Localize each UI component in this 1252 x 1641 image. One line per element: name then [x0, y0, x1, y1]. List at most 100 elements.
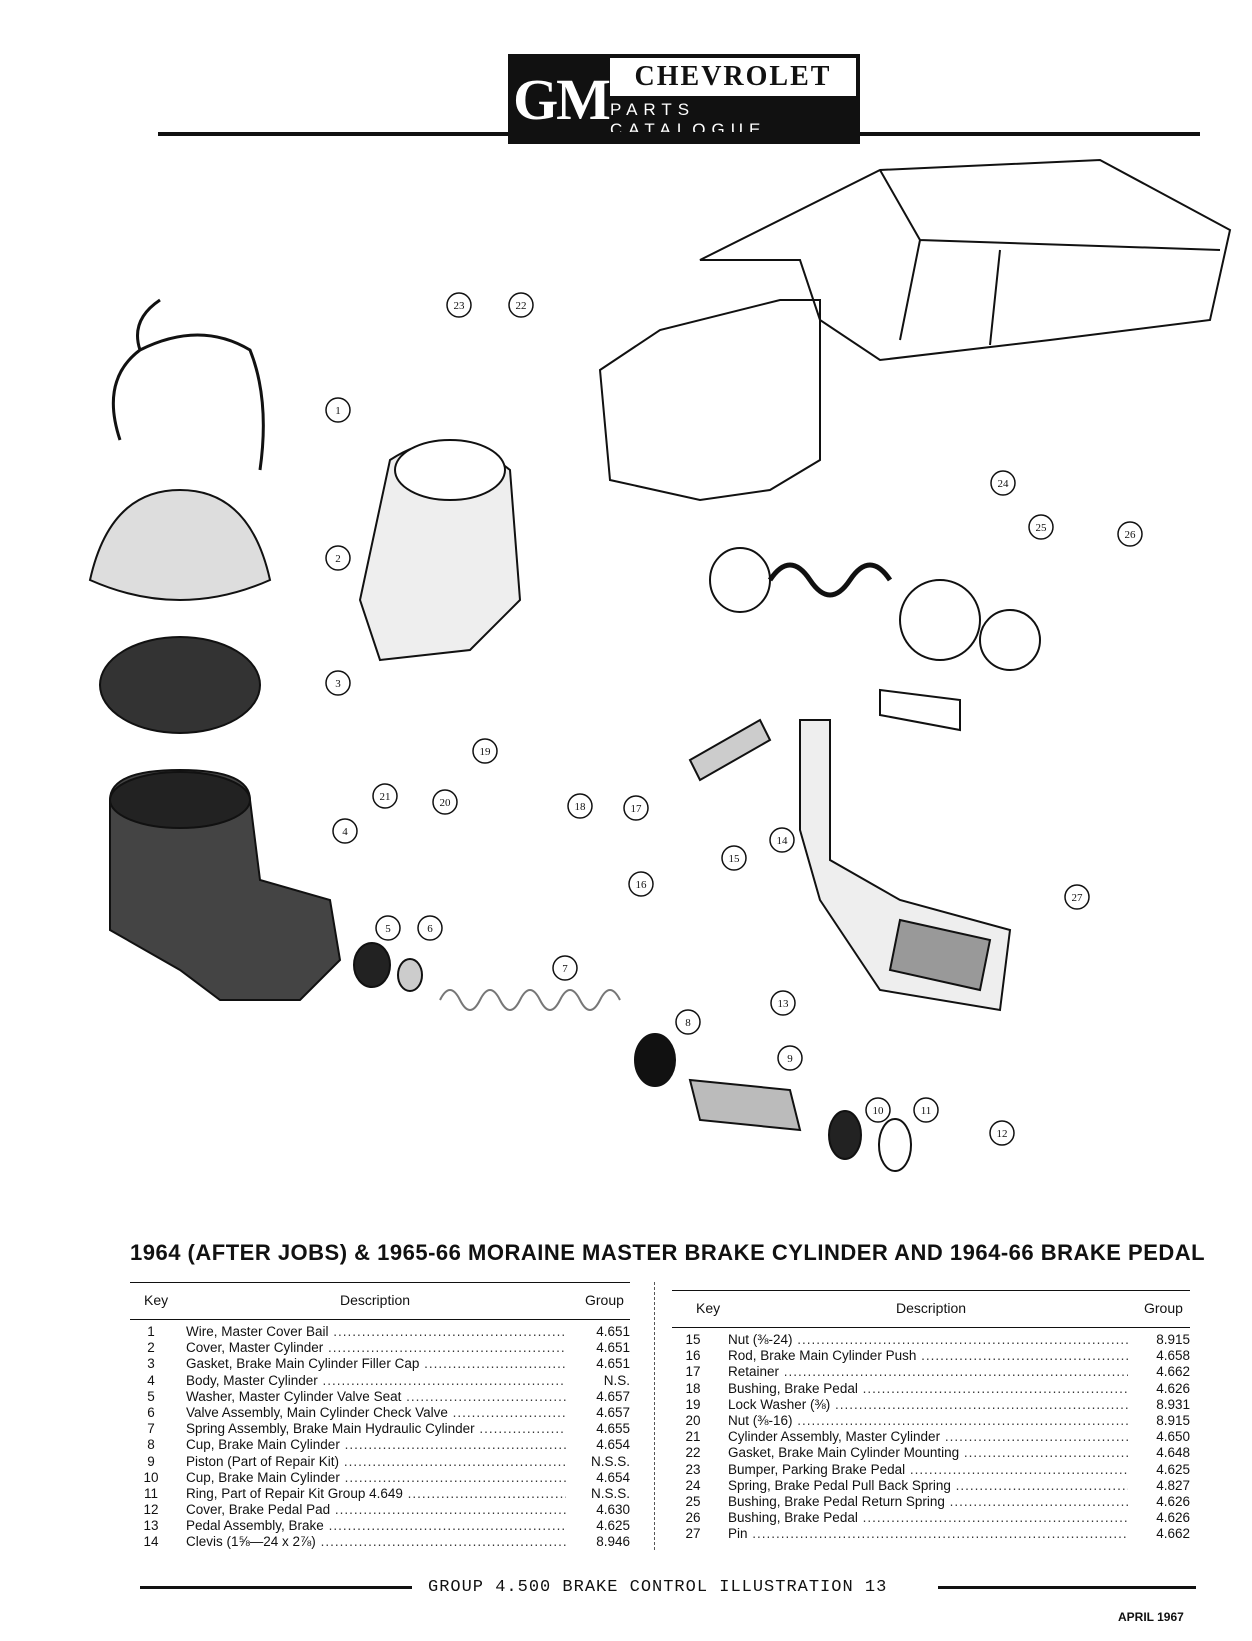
callout-17: 17	[623, 795, 649, 821]
table-row: 4 Body, Master Cylinder N.S.	[130, 1372, 630, 1389]
part-group: 4.626	[1152, 1493, 1190, 1510]
callout-25: 25	[1028, 514, 1054, 540]
callout-18: 18	[567, 793, 593, 819]
part-description: Bumper, Parking Brake Pedal	[728, 1462, 1128, 1478]
part-group: 4.658	[1152, 1348, 1190, 1365]
part-key: 8	[147, 1437, 155, 1453]
svg-text:26: 26	[1125, 529, 1137, 541]
svg-text:3: 3	[335, 678, 341, 690]
part-key: 3	[147, 1356, 155, 1372]
callout-3: 3	[325, 670, 351, 696]
svg-text:15: 15	[729, 853, 741, 865]
part-description: Retainer	[728, 1364, 1128, 1380]
part-key: 13	[143, 1518, 159, 1534]
part-key: 26	[685, 1510, 701, 1526]
part-key: 19	[685, 1396, 701, 1412]
part-group: 4.650	[1152, 1429, 1190, 1446]
part-description: Bushing, Brake Pedal	[728, 1510, 1128, 1526]
part-description: Lock Washer (⅜)	[728, 1397, 1128, 1413]
table-header: Key Description Group	[130, 1282, 630, 1320]
part-description: Ring, Part of Repair Kit Group 4.649	[186, 1486, 566, 1502]
part-group: 4.827	[1152, 1477, 1190, 1494]
table-row: 17Retainer4.662	[672, 1364, 1190, 1381]
svg-text:12: 12	[997, 1128, 1008, 1140]
callout-26: 26	[1117, 521, 1143, 547]
description-header: Description	[340, 1292, 411, 1308]
part-description: Piston (Part of Repair Kit)	[186, 1454, 566, 1470]
part-group: 8.915	[1152, 1332, 1190, 1348]
callout-21: 21	[372, 783, 398, 809]
svg-text:8: 8	[685, 1017, 691, 1029]
part-key: 25	[685, 1493, 701, 1509]
svg-text:4: 4	[342, 826, 348, 838]
group-header: Group	[1144, 1300, 1183, 1316]
part-key: 9	[147, 1453, 155, 1469]
part-description: Rod, Brake Main Cylinder Push	[728, 1348, 1128, 1364]
part-description: Cup, Brake Main Cylinder	[186, 1437, 566, 1453]
callout-13: 13	[770, 990, 796, 1016]
part-description: Body, Master Cylinder	[186, 1373, 566, 1389]
svg-text:14: 14	[777, 835, 789, 847]
svg-text:25: 25	[1036, 522, 1048, 534]
svg-text:22: 22	[516, 300, 527, 312]
callout-24: 24	[990, 470, 1016, 496]
callout-2: 2	[325, 545, 351, 571]
brand-name: CHEVROLET	[610, 58, 856, 100]
part-description: Cup, Brake Main Cylinder	[186, 1470, 566, 1486]
gasket-drawing	[99, 636, 261, 734]
part-group: 4.655	[592, 1421, 630, 1438]
part-key: 23	[685, 1461, 701, 1477]
part-key: 14	[143, 1534, 159, 1550]
part-key: 20	[685, 1412, 701, 1428]
gm-logo: GM	[512, 58, 611, 140]
callout-15: 15	[721, 845, 747, 871]
part-key: 11	[143, 1485, 158, 1501]
part-key: 10	[143, 1469, 159, 1485]
part-key: 21	[685, 1429, 701, 1445]
part-group: N.S.S.	[586, 1453, 630, 1470]
part-group: 4.651	[592, 1340, 630, 1357]
table-divider	[654, 1282, 656, 1550]
part-key: 16	[685, 1348, 701, 1364]
svg-text:2: 2	[335, 553, 341, 565]
svg-text:11: 11	[921, 1105, 932, 1117]
callout-23: 23	[446, 292, 472, 318]
callout-8: 8	[675, 1009, 701, 1035]
group-header: Group	[585, 1292, 624, 1308]
part-key: 27	[685, 1526, 701, 1542]
part-key: 4	[147, 1372, 155, 1388]
part-group: 4.648	[1152, 1445, 1190, 1462]
part-description: Bushing, Brake Pedal	[728, 1381, 1128, 1397]
table-header: Key Description Group	[672, 1290, 1190, 1328]
svg-text:23: 23	[454, 300, 466, 312]
bail-wire-drawing	[111, 298, 265, 471]
part-description: Gasket, Brake Main Cylinder Mounting	[728, 1445, 1128, 1461]
part-group: N.S.	[599, 1372, 630, 1389]
callout-22: 22	[508, 292, 534, 318]
part-key: 5	[147, 1388, 155, 1404]
part-description: Cover, Master Cylinder	[186, 1340, 566, 1356]
publication-date: APRIL 1967	[1118, 1610, 1184, 1624]
part-key: 15	[685, 1332, 701, 1347]
footer-rule-left	[140, 1586, 412, 1589]
spring-drawing	[439, 989, 621, 1011]
svg-text:20: 20	[440, 797, 452, 809]
part-key: 7	[147, 1421, 155, 1437]
part-key: 24	[685, 1477, 701, 1493]
callout-19: 19	[472, 738, 498, 764]
callout-11: 11	[913, 1097, 939, 1123]
